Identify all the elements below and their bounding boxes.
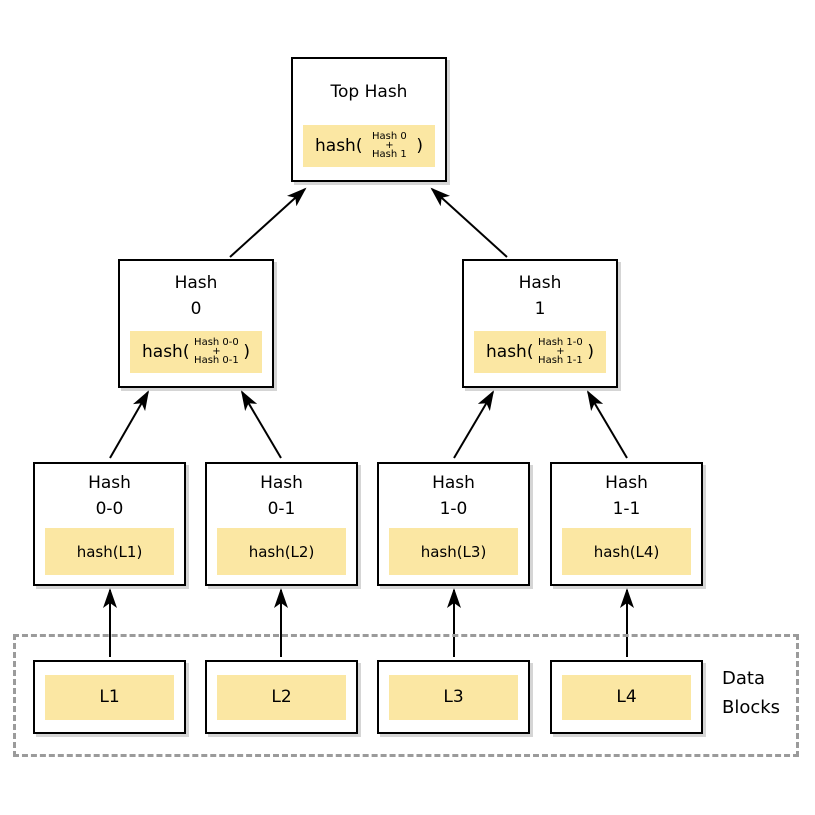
arrow-hash10-to-hash1 xyxy=(453,390,495,459)
node-title-line: 1-1 xyxy=(612,499,641,519)
data-blocks-caption-line: Data xyxy=(722,668,765,689)
node-hash-1-0: Hash 1-0 hash(L3) xyxy=(377,462,530,586)
hash-formula: hash(L1) xyxy=(45,528,174,575)
arrow-hash0-to-tophash xyxy=(229,187,307,258)
data-block-l2: L2 xyxy=(205,660,358,734)
plus-sign: + xyxy=(385,140,394,151)
node-title: Hash 0 xyxy=(120,261,272,331)
formula-prefix: hash( xyxy=(315,136,363,156)
plus-sign: + xyxy=(212,346,221,357)
node-title-line: Hash xyxy=(260,473,303,493)
data-blocks-caption-line: Blocks xyxy=(722,697,781,718)
plus-sign: + xyxy=(556,346,565,357)
node-hash-1: Hash 1 hash( Hash 1-0 + Hash 1-1 ) xyxy=(462,259,618,388)
node-title: Top Hash xyxy=(293,59,445,125)
formula-arg2: Hash 1-1 xyxy=(538,355,583,366)
node-title-line: Hash xyxy=(518,273,562,293)
formula-prefix: hash( xyxy=(486,342,534,362)
node-title: Hash 1-0 xyxy=(379,464,528,528)
data-block-label: L1 xyxy=(45,674,174,720)
data-block-l4: L4 xyxy=(550,660,703,734)
node-title-line: 0-0 xyxy=(95,499,124,519)
formula-suffix: ) xyxy=(587,342,594,362)
arrow-hash11-to-hash1 xyxy=(586,390,628,459)
node-title: Hash 0-0 xyxy=(35,464,184,528)
node-top-hash: Top Hash hash( Hash 0 + Hash 1 ) xyxy=(291,57,447,182)
node-title-line: Hash xyxy=(174,273,218,293)
hash-formula: hash(L2) xyxy=(217,528,346,575)
hash-formula: hash( Hash 0 + Hash 1 ) xyxy=(303,125,435,167)
node-title-line: Hash xyxy=(432,473,475,493)
data-blocks-region xyxy=(13,634,799,757)
node-title-line: 0 xyxy=(190,299,202,319)
node-title-line: 1 xyxy=(534,299,546,319)
hash-formula: hash( Hash 1-0 + Hash 1-1 ) xyxy=(474,331,606,373)
formula-args: Hash 1-0 + Hash 1-1 xyxy=(538,338,583,366)
data-block-l1: L1 xyxy=(33,660,186,734)
arrow-hash00-to-hash0 xyxy=(109,390,149,459)
formula-arg2: Hash 1 xyxy=(372,149,407,160)
data-block-l3: L3 xyxy=(377,660,530,734)
node-hash-0-0: Hash 0-0 hash(L1) xyxy=(33,462,186,586)
node-title-line: Hash xyxy=(88,473,131,493)
formula-args: Hash 0-0 + Hash 0-1 xyxy=(194,338,239,366)
node-hash-0-1: Hash 0-1 hash(L2) xyxy=(205,462,358,586)
formula-suffix: ) xyxy=(243,342,250,362)
node-title: Hash 1 xyxy=(464,261,616,331)
node-hash-0: Hash 0 hash( Hash 0-0 + Hash 0-1 ) xyxy=(118,259,274,388)
data-block-label: L2 xyxy=(217,674,346,720)
formula-arg1: Hash 1-0 xyxy=(538,337,583,348)
node-title-line: 1-0 xyxy=(439,499,468,519)
formula-arg1: Hash 0 xyxy=(372,131,407,142)
formula-arg1: Hash 0-0 xyxy=(194,337,239,348)
data-block-label: L4 xyxy=(562,674,691,720)
arrow-hash01-to-hash0 xyxy=(240,390,282,459)
hash-formula: hash( Hash 0-0 + Hash 0-1 ) xyxy=(130,331,262,373)
node-title: Hash 1-1 xyxy=(552,464,701,528)
formula-prefix: hash( xyxy=(142,342,190,362)
node-title: Hash 0-1 xyxy=(207,464,356,528)
node-title-line: Top Hash xyxy=(330,82,408,102)
hash-formula: hash(L3) xyxy=(389,528,518,575)
node-title-line: Hash xyxy=(605,473,648,493)
hash-formula: hash(L4) xyxy=(562,528,691,575)
formula-arg2: Hash 0-1 xyxy=(194,355,239,366)
data-block-label: L3 xyxy=(389,674,518,720)
arrow-hash1-to-tophash xyxy=(430,187,508,258)
node-hash-1-1: Hash 1-1 hash(L4) xyxy=(550,462,703,586)
node-title-line: 0-1 xyxy=(267,499,296,519)
formula-suffix: ) xyxy=(416,136,423,156)
formula-args: Hash 0 + Hash 1 xyxy=(372,132,407,160)
data-blocks-caption: Data Blocks xyxy=(722,664,780,722)
